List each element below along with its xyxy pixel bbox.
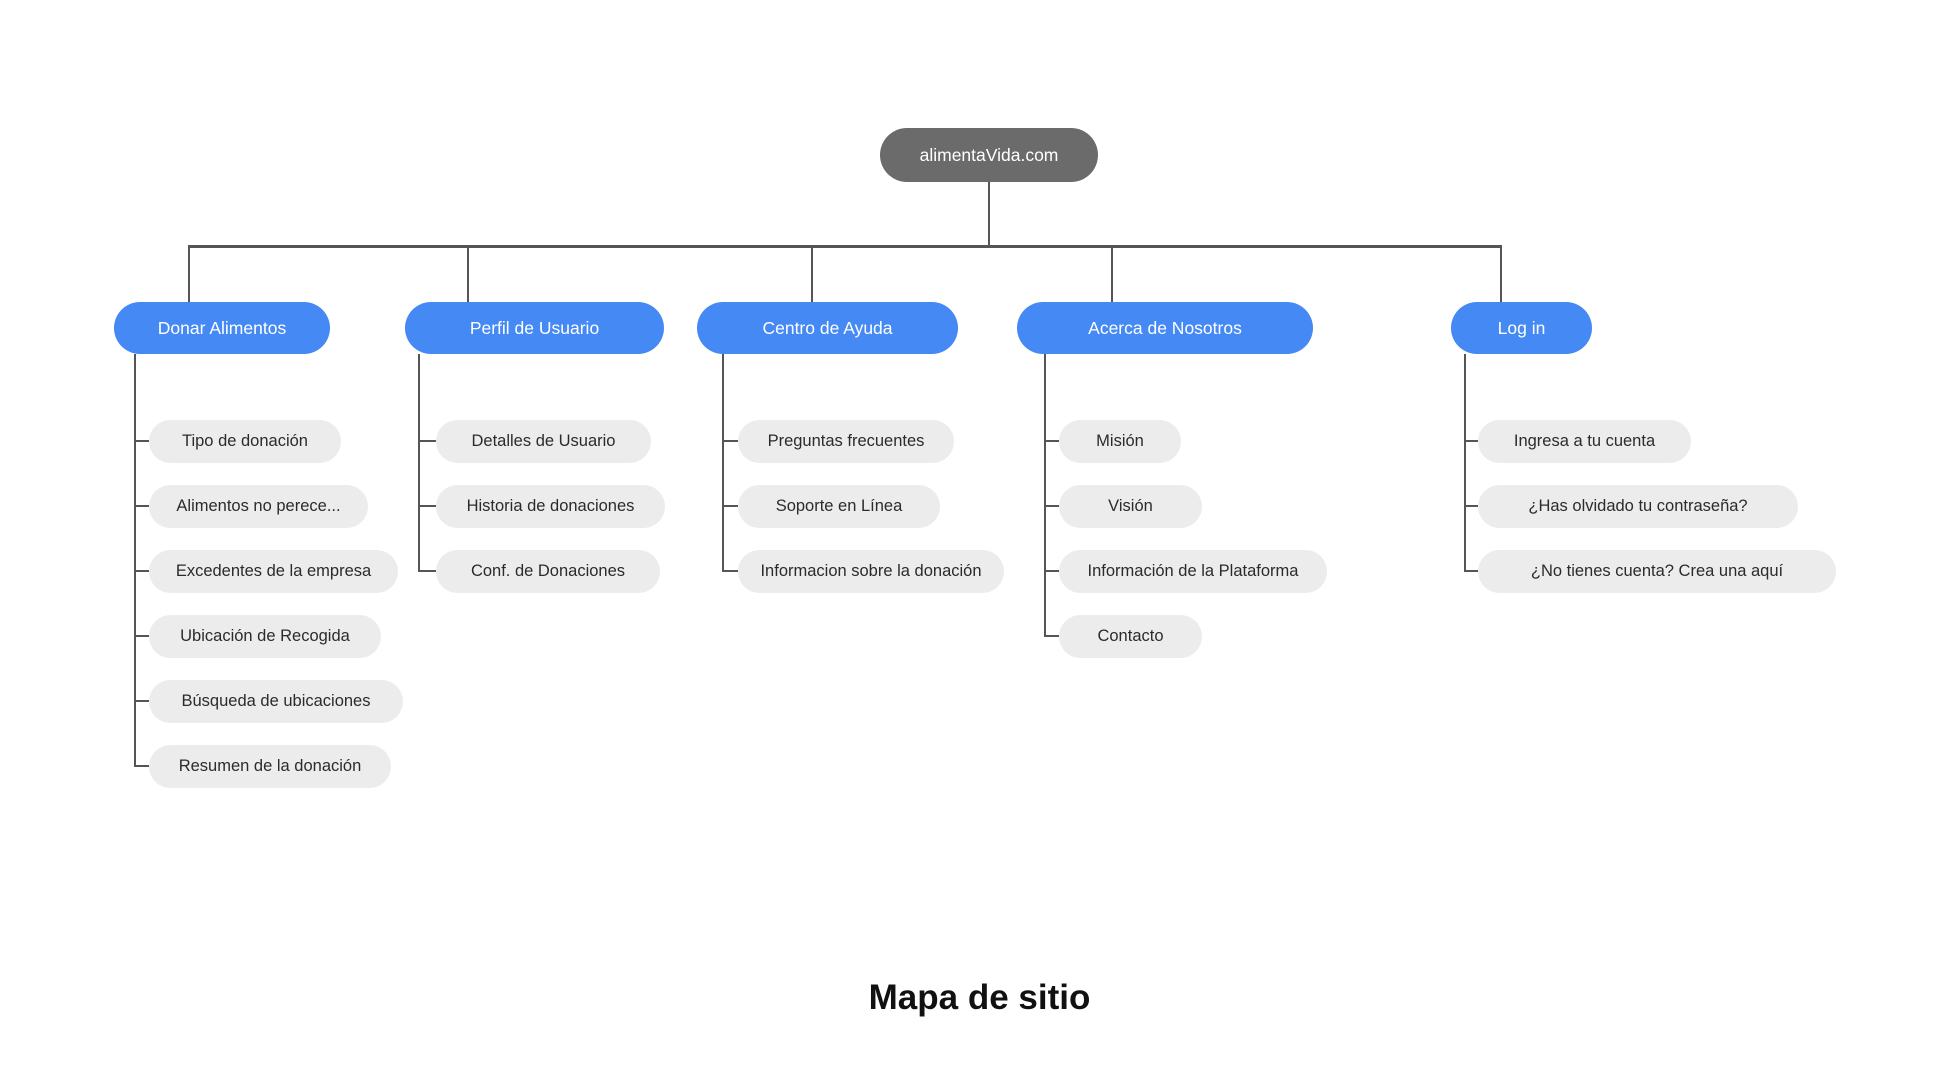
connector-tick <box>134 700 149 702</box>
child-node-excedentes-empresa[interactable]: Excedentes de la empresa <box>149 550 398 593</box>
connector-root-drop <box>988 182 990 246</box>
section-node-log-in[interactable]: Log in <box>1451 302 1592 354</box>
section-node-centro-de-ayuda[interactable]: Centro de Ayuda <box>697 302 958 354</box>
connector-tick <box>418 505 436 507</box>
child-node-resumen-donacion[interactable]: Resumen de la donación <box>149 745 391 788</box>
connector-tick <box>722 440 738 442</box>
child-node-preguntas-frecuentes[interactable]: Preguntas frecuentes <box>738 420 954 463</box>
connector-trunk-donar <box>134 354 136 766</box>
child-node-informacion-plataforma[interactable]: Información de la Plataforma <box>1059 550 1327 593</box>
connector-main-rail <box>188 245 1502 248</box>
child-node-crea-cuenta[interactable]: ¿No tienes cuenta? Crea una aquí <box>1478 550 1836 593</box>
child-node-mision[interactable]: Misión <box>1059 420 1181 463</box>
child-node-olvidado-contrasena[interactable]: ¿Has olvidado tu contraseña? <box>1478 485 1798 528</box>
connector-drop-perfil <box>467 246 469 302</box>
connector-trunk-ayuda <box>722 354 724 572</box>
child-node-informacion-donacion[interactable]: Informacion sobre la donación <box>738 550 1004 593</box>
page-title: Mapa de sitio <box>868 978 1091 1017</box>
connector-drop-ayuda <box>811 246 813 302</box>
connector-tick <box>134 635 149 637</box>
child-node-tipo-de-donacion[interactable]: Tipo de donación <box>149 420 341 463</box>
connector-tick <box>134 505 149 507</box>
section-node-donar-alimentos[interactable]: Donar Alimentos <box>114 302 330 354</box>
child-node-ubicacion-recogida[interactable]: Ubicación de Recogida <box>149 615 381 658</box>
child-node-vision[interactable]: Visión <box>1059 485 1202 528</box>
connector-tick <box>1044 440 1059 442</box>
child-node-soporte-en-linea[interactable]: Soporte en Línea <box>738 485 940 528</box>
connector-tick <box>418 440 436 442</box>
connector-tick <box>722 570 738 572</box>
connector-trunk-nosotros <box>1044 354 1046 637</box>
child-node-conf-donaciones[interactable]: Conf. de Donaciones <box>436 550 660 593</box>
root-node[interactable]: alimentaVida.com <box>880 128 1098 182</box>
connector-tick <box>134 570 149 572</box>
connector-tick <box>1044 635 1059 637</box>
connector-drop-nosotros <box>1111 246 1113 302</box>
child-node-ingresa-cuenta[interactable]: Ingresa a tu cuenta <box>1478 420 1691 463</box>
child-node-contacto[interactable]: Contacto <box>1059 615 1202 658</box>
connector-tick <box>1044 505 1059 507</box>
connector-tick <box>134 440 149 442</box>
connector-drop-login <box>1500 246 1502 302</box>
connector-tick <box>418 570 436 572</box>
connector-drop-donar <box>188 246 190 302</box>
connector-tick <box>1464 570 1478 572</box>
connector-tick <box>1464 440 1478 442</box>
connector-tick <box>1044 570 1059 572</box>
connector-tick <box>134 765 149 767</box>
connector-trunk-login <box>1464 354 1466 572</box>
section-node-perfil-de-usuario[interactable]: Perfil de Usuario <box>405 302 664 354</box>
child-node-busqueda-ubicaciones[interactable]: Búsqueda de ubicaciones <box>149 680 403 723</box>
section-node-acerca-de-nosotros[interactable]: Acerca de Nosotros <box>1017 302 1313 354</box>
connector-tick <box>1464 505 1478 507</box>
child-node-detalles-usuario[interactable]: Detalles de Usuario <box>436 420 651 463</box>
connector-trunk-perfil <box>418 354 420 572</box>
connector-tick <box>722 505 738 507</box>
child-node-historia-donaciones[interactable]: Historia de donaciones <box>436 485 665 528</box>
child-node-alimentos-no-perece[interactable]: Alimentos no perece... <box>149 485 368 528</box>
